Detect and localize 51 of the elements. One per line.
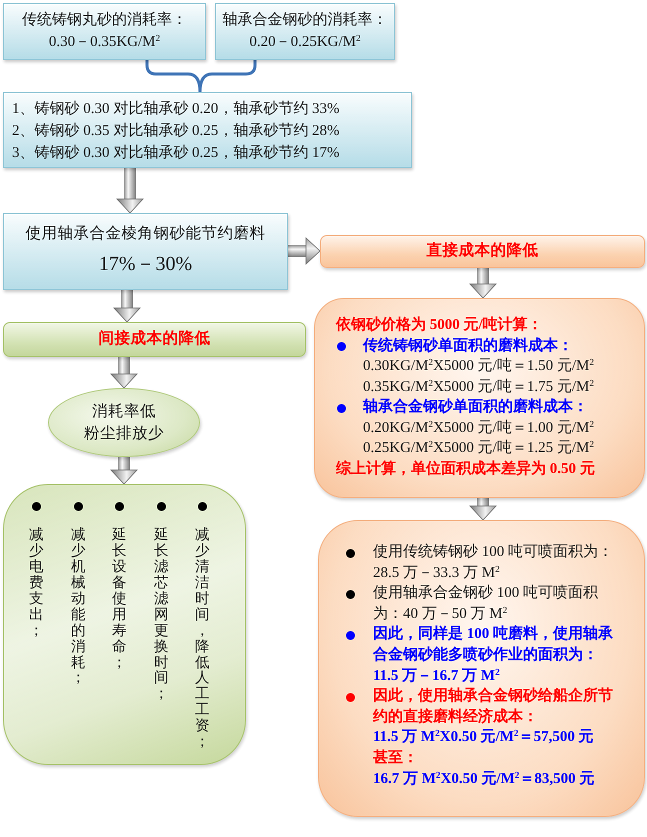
calculation-text: 0.35KG/M$^{2}$X5000 元/吨＝1.75 元/M$^{2}$ bbox=[363, 377, 595, 396]
rate-box bbox=[215, 3, 395, 60]
calculation-text: 0.30KG/M$^{2}$X5000 元/吨＝1.50 元/M$^{2}$ bbox=[363, 356, 595, 376]
ellipse-text: 消耗率低 bbox=[91, 402, 157, 422]
rate-text: 传统铸钢丸砂的消耗率： bbox=[21, 10, 188, 30]
benefit-card bbox=[3, 484, 246, 765]
benefit-text: 减少电费支出； bbox=[28, 528, 44, 640]
calculation-card bbox=[314, 298, 645, 498]
calculation-text: 甚至： bbox=[373, 748, 419, 768]
calculation-text: 11.5 万 M$^{2}$X0.50 元/M$^{2}$＝57,500 元 bbox=[373, 728, 595, 748]
calculation-text: 16.7 万 M$^{2}$X0.50 元/M$^{2}$＝83,500 元 bbox=[373, 769, 596, 789]
comparison-text: 1、铸钢砂 0.30 对比轴承砂 0.20，轴承砂节约 33% bbox=[12, 100, 340, 119]
heading-text: 直接成本的降低 bbox=[426, 240, 540, 261]
calculation-text: 使用轴承合金钢砂 100 吨可喷面积为：40 万－50 万 M$^{2}$ bbox=[373, 584, 599, 624]
rate-text: 0.20－0.25KG/M$^{2}$ bbox=[248, 32, 362, 52]
calculation-text: 综上计算，单位面积成本差异为 0.50 元 bbox=[336, 459, 596, 478]
benefit-text: 减少清洁时间，降低人工工资； bbox=[194, 528, 210, 752]
rate-text: 轴承合金钢砂的消耗率： bbox=[222, 10, 388, 30]
block-arrow bbox=[116, 168, 144, 214]
benefit-text: 延长设备使用寿命； bbox=[112, 528, 126, 672]
block-arrow bbox=[114, 290, 140, 322]
summary-box bbox=[3, 213, 288, 290]
summary-text: 17%－30% bbox=[98, 252, 194, 277]
result-card bbox=[318, 520, 645, 817]
calculation-text: 因此，同样是 100 吨磨料，使用轴承合金钢砂能多喷砂作业的面积为： bbox=[373, 624, 614, 665]
calculation-text: 0.25KG/M$^{2}$X5000 元/吨＝1.25 元/M$^{2}$ bbox=[363, 438, 595, 458]
benefit-text: 减少机械动能的消耗； bbox=[70, 528, 86, 688]
rate-box bbox=[3, 3, 206, 60]
calculation-text: 传统铸钢砂单面积的磨料成本： bbox=[363, 336, 574, 356]
comparison-box bbox=[3, 92, 412, 168]
heading-bar bbox=[3, 322, 306, 357]
comparison-text: 3、铸钢砂 0.30 对比轴承砂 0.25，轴承砂节约 17% bbox=[12, 144, 340, 163]
calculation-text: 依钢砂价格为 5000 元/吨计算： bbox=[336, 315, 544, 335]
calculation-text: 因此，使用轴承合金钢砂给船企所节约的直接磨料经济成本： bbox=[373, 686, 614, 727]
block-arrow bbox=[470, 268, 496, 298]
block-arrow bbox=[110, 457, 138, 484]
calculation-text: 0.20KG/M$^{2}$X5000 元/吨＝1.00 元/M$^{2}$ bbox=[363, 418, 595, 438]
rate-text: 0.30－0.35KG/M$^{2}$ bbox=[48, 32, 162, 52]
calculation-text: 11.5 万－16.7 万 M$^{2}$ bbox=[373, 666, 501, 686]
summary-text: 使用轴承合金棱角钢砂能节约磨料 bbox=[24, 224, 266, 244]
block-arrow bbox=[288, 238, 320, 264]
heading-bar bbox=[320, 235, 645, 268]
block-arrow bbox=[470, 498, 496, 520]
comparison-text: 2、铸钢砂 0.35 对比轴承砂 0.25，轴承砂节约 28% bbox=[12, 122, 340, 141]
block-arrow bbox=[110, 357, 138, 388]
ellipse-text: 粉尘排放少 bbox=[83, 424, 165, 444]
benefit-text: 延长滤芯滤网更换时间； bbox=[154, 528, 168, 704]
heading-text: 间接成本的降低 bbox=[98, 328, 212, 349]
calculation-text: 使用传统铸钢砂 100 吨可喷面积为：28.5 万－33.3 万 M$^{2}$ bbox=[373, 542, 614, 583]
calculation-text: 轴承合金钢砂单面积的磨料成本： bbox=[363, 397, 589, 417]
brace-connector bbox=[198, 60, 256, 92]
